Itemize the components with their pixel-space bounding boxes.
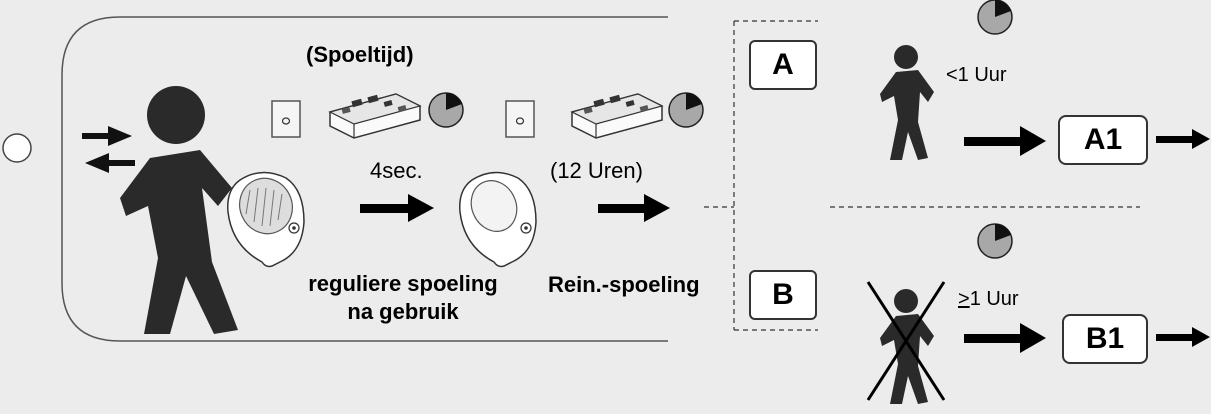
flow-arrow-icon [598,194,670,222]
branch-a-box: A [749,40,817,90]
clock-icon [668,92,704,128]
branch-b-condition: >1 Uur [958,288,1019,311]
step2-caption: Rein.-spoeling [548,272,700,297]
flow-arrow-icon [964,126,1046,156]
result-a1-box: A1 [1058,115,1148,165]
flow-arrow-icon [964,323,1046,353]
person-walking-icon [120,86,238,334]
presence-arrows-icon [82,126,135,173]
clock-icon [977,0,1013,35]
flow-arrow-icon [360,194,434,222]
sensor-icon [271,100,301,138]
sensor-icon [505,100,535,138]
branch-b-condition-text: 1 Uur [969,288,1019,310]
branch-b-condition-symbol: > [958,288,970,310]
step1-time-label: 4sec. [370,158,423,183]
process-title: (Spoeltijd) [306,42,414,67]
step2-time-label: (12 Uren) [550,158,643,183]
step1-caption-line1: reguliere spoeling [308,271,498,296]
branch-a-condition: <1 Uur [946,64,1007,86]
person-short-visit-icon [880,45,934,160]
urinal-flushing-icon [227,171,305,268]
control-module-icon [328,93,422,139]
clock-icon [977,223,1013,259]
person-crossed-out-icon [866,281,946,404]
control-module-icon [570,93,664,139]
step1-caption: reguliere spoeling na gebruik [278,270,528,326]
clock-icon [428,92,464,128]
state-circle-icon [2,133,32,163]
flow-arrow-icon [1156,327,1210,347]
urinal-icon [459,171,537,268]
branch-connector [704,20,1140,331]
flow-arrow-icon [1156,129,1210,149]
step1-caption-line2: na gebruik [347,299,459,324]
branch-b-box: B [749,270,817,320]
result-b1-box: B1 [1062,314,1148,364]
